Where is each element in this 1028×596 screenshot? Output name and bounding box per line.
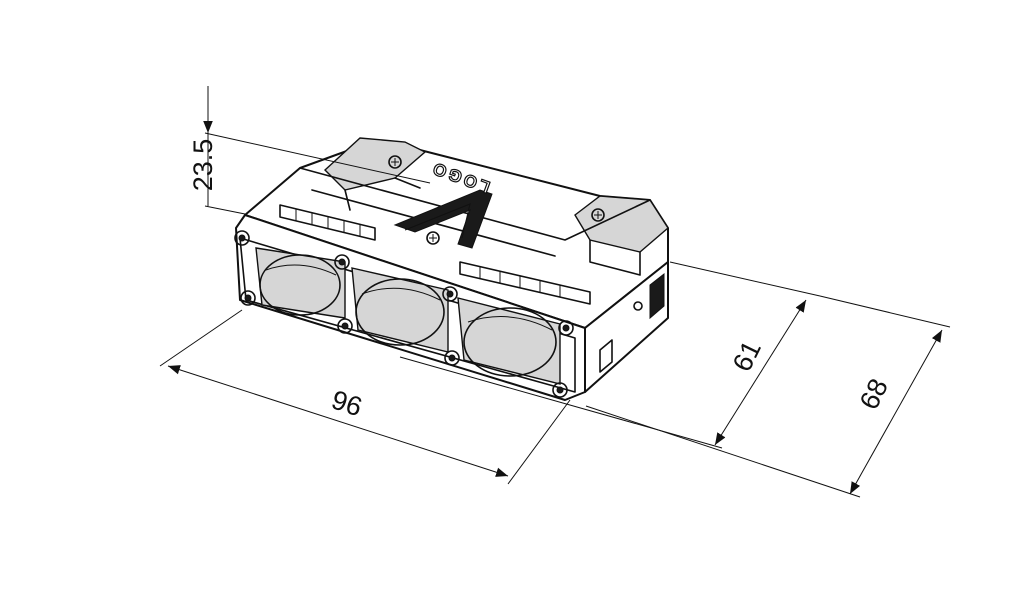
light-module-body: LOGO bbox=[234, 137, 669, 401]
screw-top-1 bbox=[388, 155, 402, 169]
dimension-label-depth-outer: 68 bbox=[854, 374, 894, 414]
screw-front-4 bbox=[558, 320, 574, 336]
screw-top-2 bbox=[426, 231, 440, 245]
screw-front-7 bbox=[444, 350, 460, 366]
side-connector bbox=[599, 272, 665, 373]
dimension-label-height: 23.5 bbox=[188, 139, 218, 192]
dimension-label-width: 96 bbox=[328, 385, 366, 423]
logo-emblem bbox=[393, 189, 493, 249]
lens-left bbox=[255, 247, 346, 319]
screw-front-6 bbox=[337, 318, 353, 334]
screw-front-8 bbox=[552, 382, 568, 398]
screw-front-3 bbox=[442, 286, 458, 302]
vent-slots-left bbox=[279, 204, 376, 241]
screw-front-2 bbox=[334, 254, 350, 270]
screw-front-5 bbox=[240, 290, 256, 306]
dimension-height: 23.5 bbox=[188, 86, 431, 215]
screw-top-3 bbox=[591, 208, 605, 222]
screw-front-1 bbox=[234, 230, 250, 246]
lens-right bbox=[457, 297, 561, 385]
dimension-label-depth-inner: 61 bbox=[727, 336, 767, 376]
vent-slots-right bbox=[459, 261, 591, 305]
